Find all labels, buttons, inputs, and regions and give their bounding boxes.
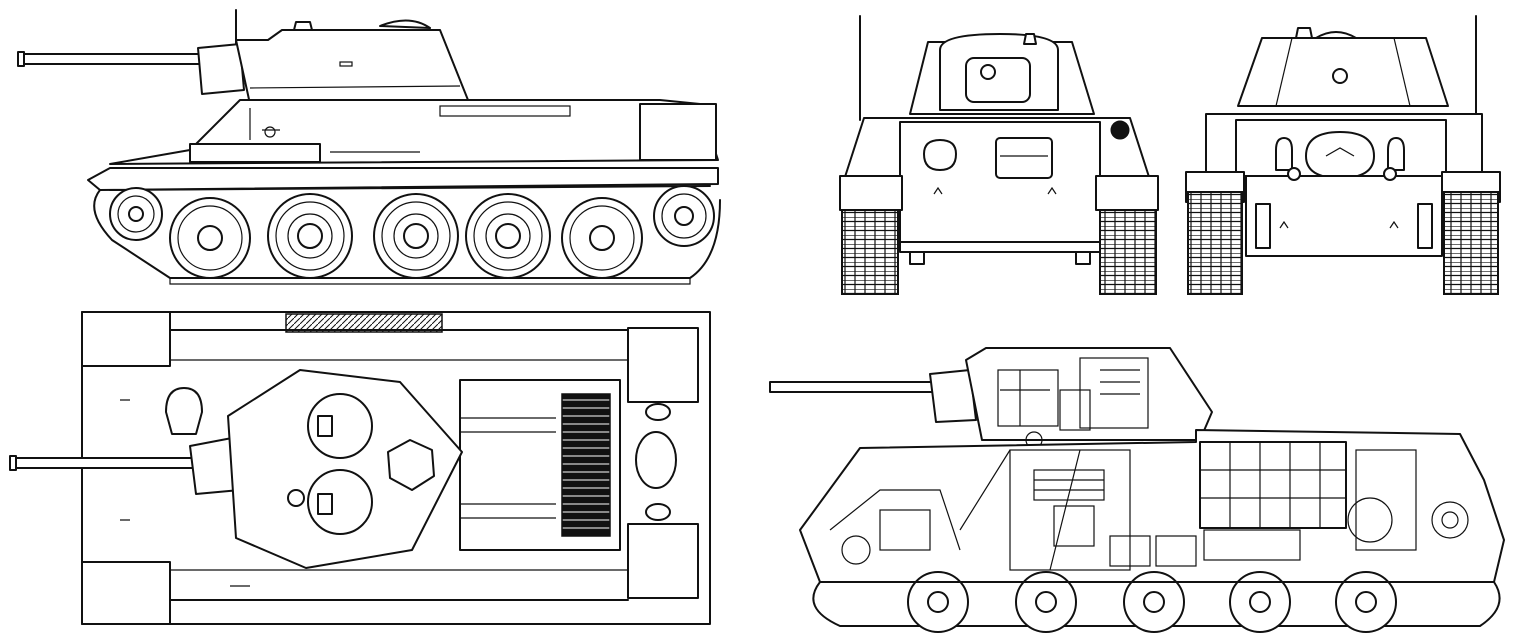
drive-sprocket	[653, 185, 715, 247]
cutaway-road-wheels	[907, 571, 1397, 633]
fighting-compartment	[959, 449, 1301, 571]
left-track-rear	[1187, 191, 1243, 295]
front-elevation-view	[830, 10, 1170, 300]
rear-hatch-plan	[635, 431, 677, 489]
right-track-front	[1099, 209, 1157, 295]
side-elevation-view	[0, 0, 740, 300]
main-gun-barrel	[19, 53, 206, 65]
right-track-rear	[1443, 191, 1499, 295]
idler-wheel	[109, 187, 163, 241]
plan-turret	[227, 369, 463, 569]
fender	[87, 167, 719, 191]
commander-hatch	[307, 393, 373, 459]
rear-hull-lower	[1245, 175, 1443, 257]
gun-mantlet	[197, 43, 245, 95]
transmission-hatch	[1305, 131, 1375, 179]
turret	[235, 29, 469, 105]
radiator-grille	[561, 393, 611, 537]
top-toolbox	[285, 313, 443, 333]
plan-view	[0, 300, 730, 638]
driver-hatch	[165, 387, 203, 435]
cutaway-turret	[965, 347, 1213, 441]
rear-elevation-view	[1176, 10, 1510, 300]
transmission	[1347, 449, 1469, 551]
left-track-front	[841, 209, 899, 295]
plan-gun-barrel	[11, 457, 199, 469]
cutaway-view	[760, 330, 1514, 638]
driver-position	[829, 489, 961, 565]
cutaway-gun-barrel	[769, 381, 941, 393]
road-wheels	[169, 193, 643, 279]
engine-block	[1199, 441, 1347, 529]
cutaway-hull	[799, 429, 1505, 583]
loader-hatch	[307, 469, 373, 535]
